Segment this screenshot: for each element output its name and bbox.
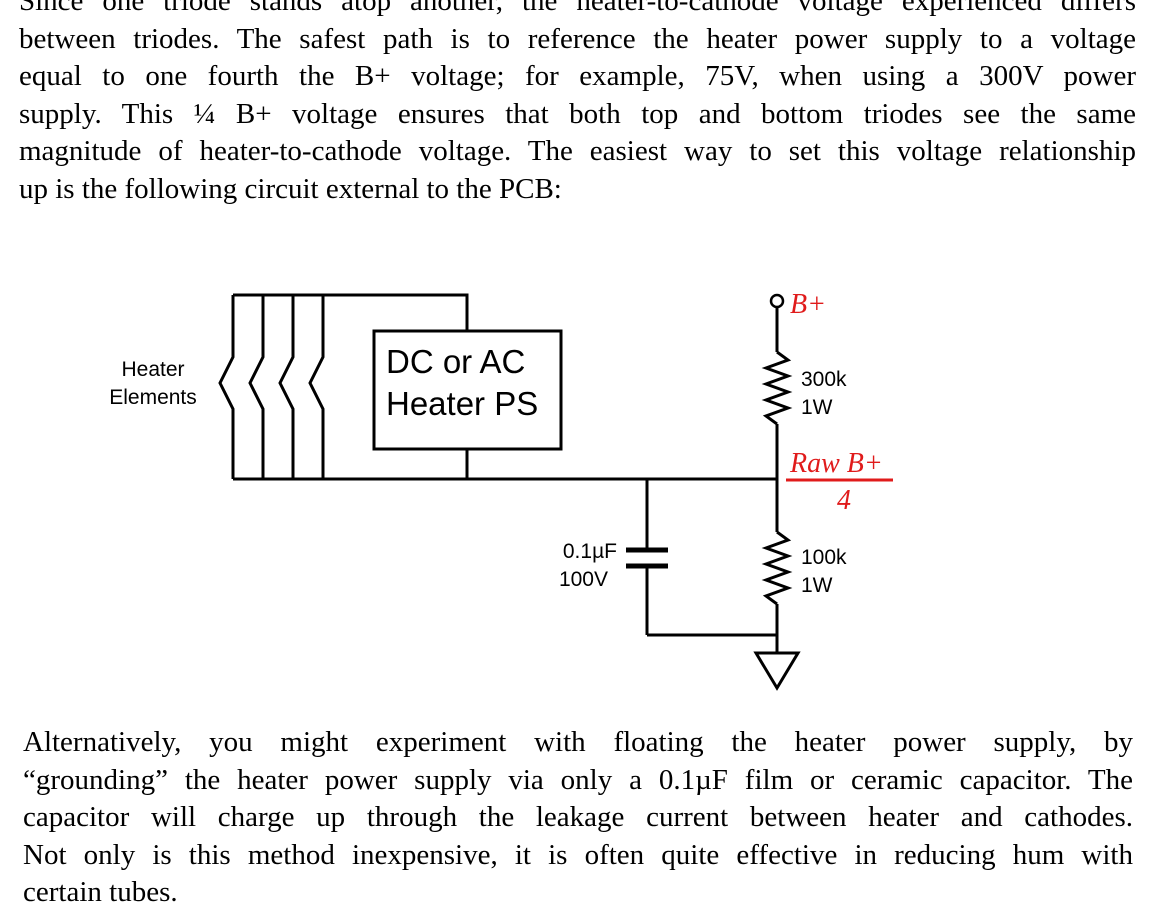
closing-line-2: “grounding” the heater power supply via … xyxy=(23,763,1133,796)
closing-line-4: Not only is this method inexpensive, it … xyxy=(23,838,1133,871)
intro-line-1: Since one triode stands atop another, th… xyxy=(19,0,1136,17)
lower-resistor-rating: 1W xyxy=(801,574,833,597)
divider-denominator: 4 xyxy=(837,485,851,516)
heater-label-line-1: Heater xyxy=(121,358,184,381)
capacitor-rating: 100V xyxy=(559,568,608,591)
closing-line-1: Alternatively, you might experiment with… xyxy=(23,726,1133,758)
heater-label-line-2: Elements xyxy=(109,386,197,409)
intro-line-2: between triodes. The safest path is to r… xyxy=(19,22,1136,55)
intro-paragraph: Since one triode stands atop another, th… xyxy=(19,0,1136,208)
intro-line-4: supply. This ¼ B+ voltage ensures that b… xyxy=(19,97,1136,130)
closing-paragraph: Alternatively, you might experiment with… xyxy=(23,724,1133,912)
bplus-label: B+ xyxy=(790,289,826,320)
upper-resistor-value: 300k xyxy=(801,368,847,391)
bplus-terminal-icon xyxy=(769,293,785,309)
intro-line-5: magnitude of heater-to-cathode voltage. … xyxy=(19,135,1136,167)
supply-label-line-1: DC or AC xyxy=(386,343,525,380)
closing-line-3: capacitor will charge up through the lea… xyxy=(23,801,1133,833)
upper-resistor-symbol xyxy=(761,350,793,426)
lower-resistor-symbol xyxy=(761,530,793,606)
capacitor-symbol xyxy=(626,547,668,569)
heater-elements-symbol xyxy=(218,295,325,479)
intro-line-3: equal to one fourth the B+ voltage; for … xyxy=(19,60,1136,92)
ground-symbol xyxy=(753,651,801,691)
closing-line-5: certain tubes. xyxy=(23,876,178,908)
capacitor-value: 0.1µF xyxy=(563,540,617,563)
upper-resistor-rating: 1W xyxy=(801,396,833,419)
divider-numerator: Raw B+ xyxy=(789,448,883,479)
lower-resistor-value: 100k xyxy=(801,546,847,569)
supply-label-line-2: Heater PS xyxy=(386,385,538,422)
heater-top-wire xyxy=(233,293,469,331)
intro-line-6: up is the following circuit external to … xyxy=(19,172,562,205)
